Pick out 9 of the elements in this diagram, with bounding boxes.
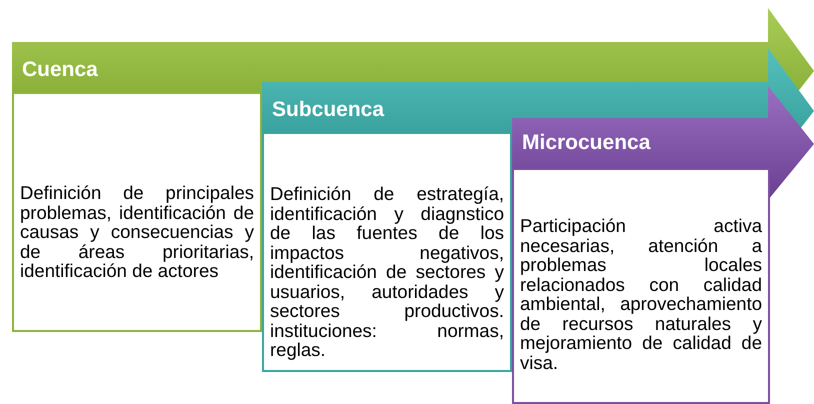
- stage-heading: Subcuenca: [272, 98, 384, 122]
- description-text: Definición de principales problemas, identificación de causas y consecuencias y de áreas prioritarias, identificación de actores: [20, 183, 254, 281]
- stage-heading: Microcuenca: [522, 131, 650, 155]
- description-panel: [512, 168, 770, 404]
- description-panel: [12, 92, 262, 332]
- description-text: Definición de estrategía, identificación y diagnstico de las fuentes de los impactos negativos, identificación de sectores y usuarios, autoridades y sectores productivos. instituciones: normas, reglas.: [270, 184, 504, 360]
- stage-heading: Cuenca: [22, 58, 98, 82]
- description-text: Participación activa necesarias, atención a problemas locales relacionados con calidad ambiental, aprovechamiento de recursos naturales y mejoramiento de calidad de visa.: [520, 216, 762, 372]
- description-panel: [262, 132, 512, 372]
